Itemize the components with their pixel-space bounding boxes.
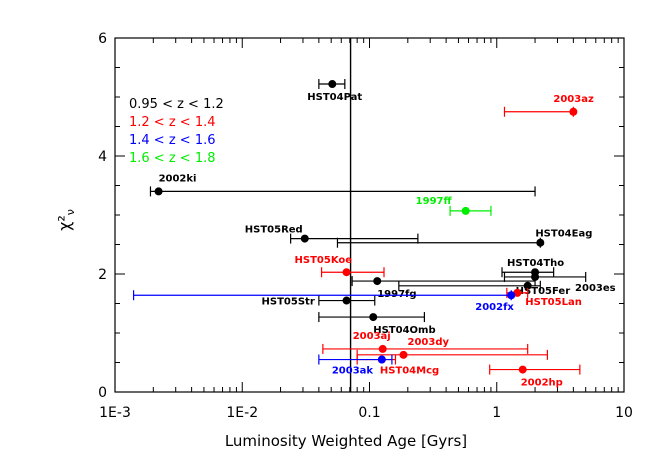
x-tick-label: 1E-2: [226, 405, 258, 421]
data-point: [328, 80, 337, 89]
data-point: [461, 206, 470, 215]
point-label: HST05Str: [262, 297, 315, 308]
point-label: 2003aj: [353, 331, 391, 342]
point-label: HST05Lan: [525, 297, 582, 308]
y-tick-label: 4: [98, 149, 107, 165]
x-tick-label: 10: [615, 405, 633, 421]
point-label: HST05Red: [245, 225, 303, 236]
data-point: [399, 350, 408, 359]
legend-entry: 1.2 < z < 1.4: [129, 115, 216, 130]
point-label: 2003az: [553, 94, 594, 105]
point-label: HST04Pat: [307, 92, 362, 103]
data-point: [378, 344, 387, 353]
data-point: [300, 234, 309, 243]
point-label: 1997fg: [377, 289, 416, 300]
y-tick-label: 6: [98, 31, 107, 47]
y-tick-label: 2: [98, 267, 107, 283]
data-point: [373, 277, 382, 286]
point-label: 1997ff: [416, 196, 453, 207]
point-label: 2002ki: [159, 173, 197, 184]
data-point: [513, 288, 522, 297]
point-label: HST04Eag: [535, 229, 592, 240]
data-point: [536, 238, 545, 247]
data-point: [377, 355, 386, 364]
data-point: [342, 268, 351, 277]
data-point: [507, 291, 516, 300]
data-point: [154, 187, 163, 196]
legend-entry: 0.95 < z < 1.2: [129, 97, 224, 112]
legend-entry: 1.4 < z < 1.6: [129, 133, 216, 148]
legend: 0.95 < z < 1.2 1.2 < z < 1.4 1.4 < z < 1.6…: [129, 97, 224, 166]
x-axis: 1E-3 1E-2 0.1 1 10: [99, 38, 633, 421]
x-tick-label: 1E-3: [99, 405, 131, 421]
point-label: 2003es: [575, 283, 616, 294]
x-tick-label: 1: [492, 405, 501, 421]
point-label: HST05Koe: [295, 255, 353, 266]
y-axis-title: χ²ν: [55, 209, 77, 231]
x-axis-title: Luminosity Weighted Age [Gyrs]: [225, 432, 467, 450]
legend-entry: 1.6 < z < 1.8: [129, 151, 216, 166]
y-tick-label: 0: [98, 385, 107, 401]
data-point: [342, 296, 351, 305]
point-label: 2002fx: [475, 302, 514, 313]
data-point: [523, 281, 532, 290]
point-label: 2003ak: [332, 366, 374, 377]
point-label: HST04Mcg: [380, 366, 439, 377]
data-point: [369, 313, 378, 322]
point-label: HST04Omb: [373, 325, 435, 336]
point-label: HST04Tho: [507, 258, 564, 269]
x-tick-label: 0.1: [358, 405, 380, 421]
y-axis: 0 2 4 6: [98, 31, 624, 401]
point-label: 2003dy: [407, 337, 449, 348]
data-point: [518, 365, 527, 374]
series-3: 1997ff: [416, 196, 492, 216]
series-2: 2002fx 2003ak: [132, 290, 516, 377]
point-label: 2002hp: [521, 378, 563, 389]
point-label: HST05Fer: [516, 286, 571, 297]
data-point: [569, 107, 578, 116]
